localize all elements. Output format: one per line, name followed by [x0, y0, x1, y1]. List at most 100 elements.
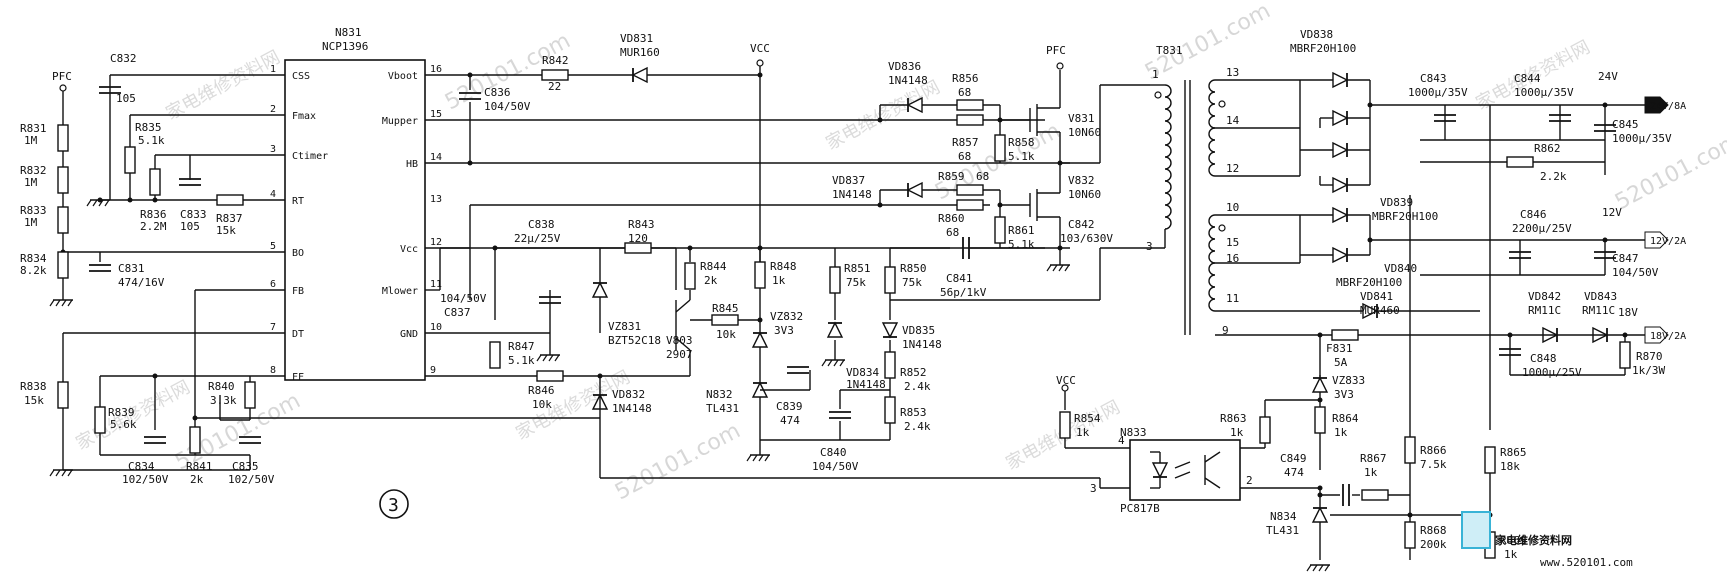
n831-pin-ctimer: Ctimer: [292, 151, 328, 162]
r854-value: 1k: [1076, 426, 1090, 439]
c838-value: 22µ/25V: [514, 232, 561, 245]
r843-label: R843: [628, 218, 655, 231]
r844-value: 2k: [704, 274, 718, 287]
v831-label: V831: [1068, 112, 1095, 125]
vd843-value: RM11C: [1582, 304, 1615, 317]
c836-value: 104/50V: [484, 100, 531, 113]
vd836-label: VD836: [888, 60, 921, 73]
transformer-t831: [1125, 79, 1300, 336]
vd837-value: 1N4148: [832, 188, 872, 201]
c840-label: C840: [820, 446, 847, 459]
section-number-circle: [379, 489, 409, 519]
n831-pin-fmax: Fmax: [292, 111, 316, 122]
n831-pin-sf: GND: [400, 329, 418, 340]
middle-section-labels: R842 22 VD831 MUR160 VCC C836 104/50V C8…: [440, 32, 859, 473]
vd836-value: 1N4148: [888, 74, 928, 87]
v832-value: 10N60: [1068, 188, 1101, 201]
n831-pin-bo: BO: [292, 248, 304, 259]
n831-pin-number: 5: [270, 241, 276, 252]
r839-value: 5.6k: [110, 418, 137, 431]
n831-pin-number: 11: [430, 279, 442, 290]
n832-label: N832: [706, 388, 733, 401]
n831-pin-number: 7: [270, 322, 276, 333]
r860-value: 68: [946, 226, 959, 239]
t831-pin12: 12: [1226, 162, 1239, 175]
c839-value: 474: [780, 414, 800, 427]
r842-value: 22: [548, 80, 561, 93]
v831-value: 10N60: [1068, 126, 1101, 139]
c839-label: C839: [776, 400, 803, 413]
r866-value: 7.5k: [1420, 458, 1447, 471]
watermark-text: 家电维修资料网: [162, 47, 283, 125]
r869-value: 1k: [1504, 548, 1518, 561]
c834-label: C834: [128, 460, 155, 473]
n831-pin-mupper: Mupper: [382, 116, 418, 127]
r864-value: 1k: [1334, 426, 1348, 439]
watermark-text: 520101.com: [1141, 0, 1275, 85]
r838-label: R838: [20, 380, 47, 393]
output-section: [1299, 72, 1669, 560]
r850-label: R850: [900, 262, 927, 275]
t831-pin10: 10: [1226, 201, 1239, 214]
r864-label: R864: [1332, 412, 1359, 425]
out18-label: 18V/2A: [1650, 331, 1686, 342]
r852-label: R852: [900, 366, 927, 379]
r847-label: R847: [508, 340, 535, 353]
out24-label: 24V/8A: [1650, 101, 1686, 112]
vd842-value: RM11C: [1528, 304, 1561, 317]
r858-value: 5.1k: [1008, 150, 1035, 163]
c837-value: 104/50V: [440, 292, 487, 305]
r841-value: 2k: [190, 473, 204, 486]
r862-label: R862: [1534, 142, 1561, 155]
ic-n831: N831 NCP1396 CSS1Fmax2Ctimer3RT4BO5FB6DT…: [270, 26, 442, 383]
r851-value: 75k: [846, 276, 866, 289]
n831-pin-number: 9: [430, 365, 436, 376]
r832-label: R832: [20, 164, 47, 177]
t831-pin9: 9: [1222, 324, 1229, 337]
n831-pin-number: 16: [430, 64, 442, 75]
vd839-value: MBRF20H100: [1372, 210, 1438, 223]
r838-value: 15k: [24, 394, 44, 407]
r839-label: R839: [108, 406, 135, 419]
c832-value: 105: [116, 92, 136, 105]
t831-label: T831: [1156, 44, 1183, 57]
middle-section-wiring: [425, 59, 1100, 479]
logo-text: 家电维修资料网: [1495, 533, 1572, 547]
r845-value: 10k: [716, 328, 736, 341]
c849-value: 474: [1284, 466, 1304, 479]
c842-value: 103/630V: [1060, 232, 1113, 245]
c846-value: 2200µ/25V: [1512, 222, 1572, 235]
pfc2-label: PFC: [1046, 44, 1066, 57]
vd834-label: VD834: [846, 366, 879, 379]
opto-pin3: 3: [1090, 482, 1097, 495]
vz831-label: VZ831: [608, 320, 641, 333]
vd842-label: VD842: [1528, 290, 1561, 303]
c844-value: 1000µ/35V: [1514, 86, 1574, 99]
v24-label: 24V: [1598, 70, 1618, 83]
v18-label: 18V: [1618, 306, 1638, 319]
t831-pin13: 13: [1226, 66, 1239, 79]
vd839-label: VD839: [1380, 196, 1413, 209]
r863-label: R863: [1220, 412, 1247, 425]
output-labels: VD838 MBRF20H100 VD839 MBRF20H100 C843 1…: [1290, 28, 1686, 379]
c841-label: C841: [946, 272, 973, 285]
c842-label: C842: [1068, 218, 1095, 231]
r850-value: 75k: [902, 276, 922, 289]
r844-label: R844: [700, 260, 727, 273]
c841-value: 56p/1kV: [940, 286, 987, 299]
c835-label: C835: [232, 460, 259, 473]
v832-label: V832: [1068, 174, 1095, 187]
gate-drive: [877, 62, 1150, 301]
r836-value: 2.2M: [140, 220, 167, 233]
c844-label: C844: [1514, 72, 1541, 85]
n831-pin-number: 4: [270, 189, 276, 200]
n831-part: NCP1396: [322, 40, 368, 53]
v803-label: V803: [666, 334, 693, 347]
n831-pin-vboot: Vboot: [388, 71, 418, 82]
n831-pin-number: 13: [430, 194, 442, 205]
r868-label: R868: [1420, 524, 1447, 537]
gate-drive-labels: PFC VD836 1N4148 R856 68 R857 68 R858 5.…: [832, 44, 1113, 433]
vz831-value: BZT52C18: [608, 334, 661, 347]
c838-label: C838: [528, 218, 555, 231]
logo-mark: [1461, 511, 1491, 549]
